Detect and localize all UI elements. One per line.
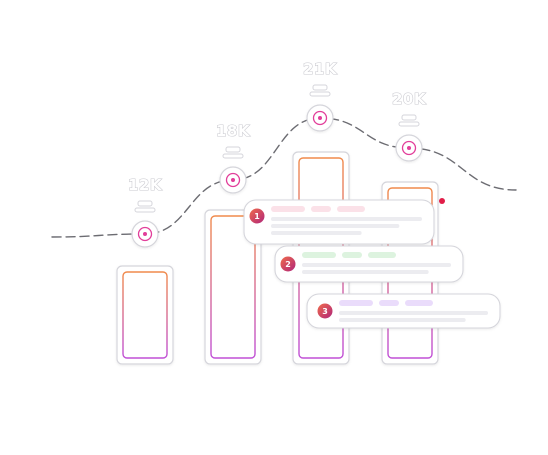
trend-dot — [439, 198, 445, 204]
data-label: 20K — [392, 90, 427, 108]
stack-icon — [134, 207, 156, 213]
data-point-inner-ring — [312, 110, 328, 126]
data-label: 21K — [303, 60, 338, 78]
stack-icon — [312, 84, 328, 91]
number-badge — [280, 256, 296, 272]
skeleton-line — [271, 206, 305, 212]
data-point-inner-ring — [225, 172, 241, 188]
number-badge — [249, 208, 265, 224]
stack-icon — [222, 153, 244, 159]
skeleton-line — [302, 263, 451, 267]
skeleton-line — [339, 311, 488, 315]
skeleton-line — [302, 252, 336, 258]
skeleton-line — [271, 231, 362, 235]
skeleton-line — [405, 300, 433, 306]
data-point — [231, 178, 235, 182]
data-point — [143, 232, 147, 236]
skeleton-line — [339, 300, 373, 306]
bar — [210, 215, 256, 359]
number-badge-label: 2 — [285, 260, 291, 269]
number-badge-label: 1 — [254, 212, 260, 221]
skeleton-line — [342, 252, 362, 258]
stack-icon — [225, 146, 241, 153]
skeleton-line — [379, 300, 399, 306]
bar — [122, 271, 168, 359]
data-point-inner-ring — [401, 140, 417, 156]
skeleton-line — [339, 318, 466, 322]
skeleton-line — [271, 217, 422, 221]
stack-icon — [309, 91, 331, 97]
skeleton-line — [368, 252, 396, 258]
bar-frame — [116, 265, 174, 365]
stack-icon — [398, 121, 420, 127]
stack-icon — [401, 114, 417, 121]
number-badge-label: 3 — [322, 307, 328, 316]
data-point — [318, 116, 322, 120]
skeleton-line — [302, 270, 429, 274]
data-point — [407, 146, 411, 150]
skeleton-line — [337, 206, 365, 212]
skeleton-line — [271, 224, 400, 228]
number-badge — [317, 303, 333, 319]
data-label: 18K — [216, 122, 251, 140]
data-label: 12K — [128, 176, 163, 194]
stack-icon — [137, 200, 153, 207]
bar-frame — [204, 209, 262, 365]
skeleton-line — [311, 206, 331, 212]
data-point-inner-ring — [137, 226, 153, 242]
